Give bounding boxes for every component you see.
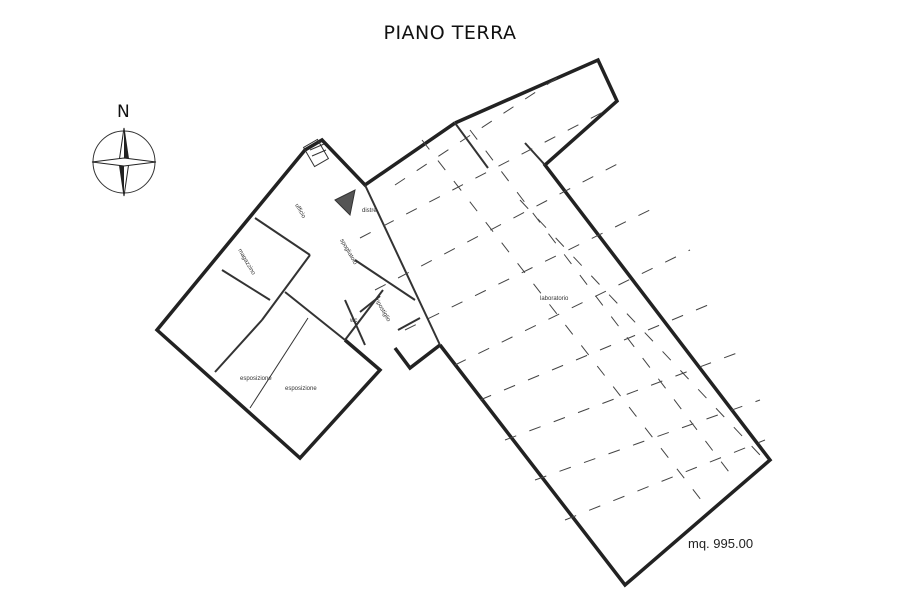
room-label-spogliatoio: spogliatoio	[338, 238, 358, 266]
outer-walls	[154, 57, 773, 588]
room-label-ripostiglio: ripostiglio	[373, 298, 391, 324]
page-title: PIANO TERRA	[383, 22, 517, 44]
structural-grid	[359, 75, 766, 521]
compass-north-label: N	[117, 102, 130, 122]
room-label-wc: wc	[349, 318, 357, 324]
room-label-disimpegno: distre.	[362, 208, 379, 214]
room-label-esposizione: esposizione	[240, 376, 272, 382]
room-labels: ufficio esposizione esposizione laborato…	[236, 203, 569, 392]
room-label-magazzino: magazzino	[236, 248, 256, 277]
area-label: mq. 995.00	[688, 536, 754, 551]
room-label-ufficio: ufficio	[293, 203, 306, 220]
stairs-icon	[302, 138, 356, 217]
compass-icon	[91, 127, 157, 197]
inner-walls	[214, 122, 546, 409]
room-label-laboratorio: laboratorio	[540, 296, 569, 302]
room-label-esposizione: esposizione	[285, 386, 317, 392]
